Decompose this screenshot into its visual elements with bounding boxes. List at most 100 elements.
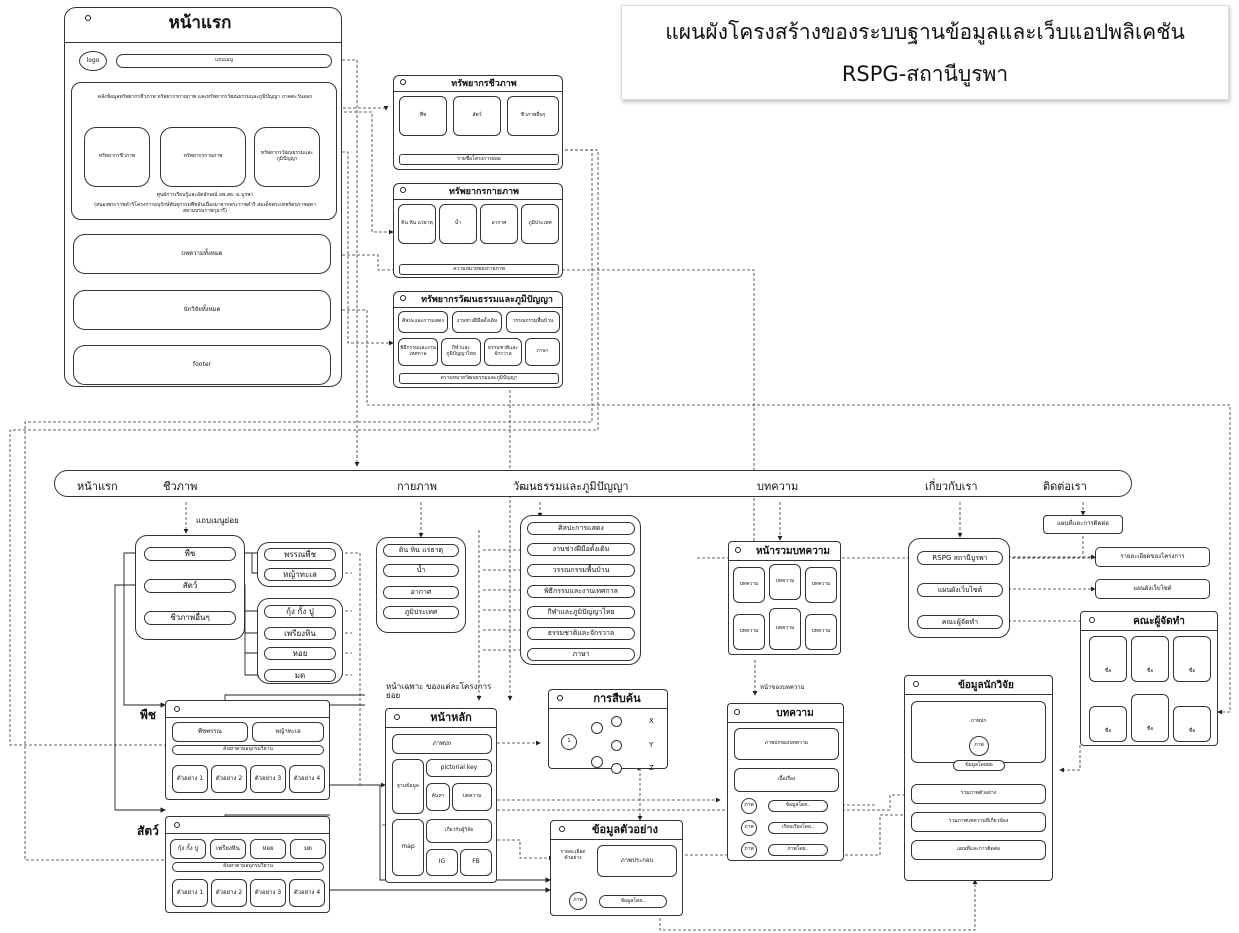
team-title: คณะผู้จัดทำ xyxy=(1133,615,1185,627)
phys-item-soil[interactable]: ดิน หิน แร่ธาตุ xyxy=(398,204,436,244)
phys-menu-soil[interactable]: ดิน หิน แร่ธาตุ xyxy=(383,544,459,557)
phys-menu-terrain[interactable]: ภูมิประเทศ xyxy=(383,606,459,619)
menu-bar[interactable]: แถบเมนู xyxy=(116,54,332,68)
bio-item-plant[interactable]: พืช xyxy=(399,96,447,136)
researcher-articles[interactable]: รวมภาพบทความที่เกี่ยวข้อง xyxy=(911,812,1046,832)
plant-sample-4[interactable]: ตัวอย่าง 4 xyxy=(289,765,325,793)
card-bio[interactable]: ทรัพยากรชีวภาพ xyxy=(84,127,150,187)
cult-menu-2[interactable]: วรรณกรรมพื้นบ้าน xyxy=(527,564,635,577)
cult-menu-6[interactable]: ภาษา xyxy=(527,648,635,661)
main-search-button[interactable]: ค้นหา xyxy=(426,783,450,811)
bio-item-animal[interactable]: สัตว์ xyxy=(453,96,501,136)
nav-physical[interactable]: กายภาพ xyxy=(397,480,437,493)
sitemap-page[interactable]: แผนผังเว็บไซต์ xyxy=(1095,579,1210,599)
facebook-link[interactable]: FB xyxy=(460,849,492,876)
article-card[interactable]: บทความ xyxy=(733,614,765,650)
culture-footer[interactable]: ความหมายวัฒนธรรมและภูมิปัญญา xyxy=(399,373,559,384)
researcher-contact[interactable]: แผนที่และการติดต่อ xyxy=(911,840,1046,860)
researcher-samples[interactable]: รวมภาพตัวอย่าง xyxy=(911,784,1046,804)
plant-sample-1[interactable]: ตัวอย่าง 1 xyxy=(172,765,208,793)
phys-menu-water[interactable]: น้ำ xyxy=(383,564,459,577)
diagram-title-card: แผนผังโครงสร้างของระบบฐานข้อมูลและเว็บแอ… xyxy=(621,5,1229,100)
submenu-seagrass[interactable]: หญ้าทะเล xyxy=(264,568,336,581)
animal-taxonomy-search[interactable]: ค้นหาตามอนุกรมวิธาน xyxy=(172,862,324,872)
submenu-shell[interactable]: หอย xyxy=(264,647,336,660)
phys-item-terrain[interactable]: ภูมิประเทศ xyxy=(521,204,559,244)
article-card[interactable]: บทความ xyxy=(805,567,837,603)
cult-item-crafts[interactable]: งานช่างฝีมือดั้งเดิม xyxy=(452,311,502,333)
nav-bio[interactable]: ชีวภาพ xyxy=(163,480,198,493)
search-root-node: 1 xyxy=(561,734,577,750)
cult-item-language[interactable]: ภาษา xyxy=(525,338,560,366)
plant-tab-flora[interactable]: พืชพรรณ xyxy=(172,722,248,742)
submenu-barnacle[interactable]: เพรียงหิน xyxy=(264,627,336,640)
about-researcher-button[interactable]: เกี่ยวกับผู้วิจัย xyxy=(426,819,492,843)
cult-item-nature[interactable]: ธรรมชาติและจักรวาล xyxy=(484,338,522,366)
article-card[interactable]: บทความ xyxy=(805,614,837,650)
about-team[interactable]: คณะผู้จัดทำ xyxy=(917,615,1003,629)
plant-sample-2[interactable]: ตัวอย่าง 2 xyxy=(211,765,247,793)
animal-tab-crustacean[interactable]: กุ้ง กั้ง ปู xyxy=(170,839,206,859)
cult-item-arts[interactable]: ศิลปะและการแสดง xyxy=(398,311,448,333)
bio-resources-box: ทรัพยากรชีวภาพ พืช สัตว์ ชีวภาพอื่นๆ ราย… xyxy=(393,75,563,170)
bio-footer[interactable]: รายชื่อโครงการย่อย xyxy=(399,154,559,165)
animal-sample-2[interactable]: ตัวอย่าง 2 xyxy=(211,879,247,907)
project-details[interactable]: รายละเอียดของโครงการ xyxy=(1095,547,1210,567)
card-physical[interactable]: ทรัพยากรกายภาพ xyxy=(160,127,246,187)
nav-articles[interactable]: บทความ xyxy=(757,480,799,493)
cult-menu-0[interactable]: ศิลปะการแสดง xyxy=(527,522,635,535)
nav-contact[interactable]: ติดต่อเรา xyxy=(1043,480,1087,493)
cult-item-sports[interactable]: กีฬาและภูมิปัญญาไทย xyxy=(441,338,481,366)
about-sitemap[interactable]: แผนผังเว็บไซต์ xyxy=(917,583,1003,597)
animal-tab-ant[interactable]: มด xyxy=(290,839,326,859)
animal-tab-barnacle[interactable]: เพรียงหิน xyxy=(210,839,246,859)
about-rspg[interactable]: RSPG สถานีบูรพา xyxy=(917,551,1003,565)
animal-sample-4[interactable]: ตัวอย่าง 4 xyxy=(289,879,325,907)
main-article-button[interactable]: บทความ xyxy=(452,783,492,811)
article-card[interactable]: บทความ xyxy=(769,564,801,600)
physical-footer[interactable]: ความหมายของกายภาพ xyxy=(399,264,559,275)
plant-sample-3[interactable]: ตัวอย่าง 3 xyxy=(250,765,286,793)
contact-map[interactable]: แผนที่และการติดต่อ xyxy=(1043,515,1123,534)
article-hub-page: หน้ารวมบทความ บทความ บทความ บทความ บทควา… xyxy=(728,541,841,655)
cult-item-folklore[interactable]: วรรณกรรมพื้นบ้าน xyxy=(506,311,560,333)
team-page: คณะผู้จัดทำ ชื่อ ชื่อ ชื่อ ชื่อ ชื่อ ชื่… xyxy=(1080,611,1218,746)
researcher-cover: ภาพปก ภาพ xyxy=(911,701,1046,763)
all-researchers-section[interactable]: นักวิจัยทั้งหมด xyxy=(73,290,331,330)
card-culture[interactable]: ทรัพยากรวัฒนธรรมและภูมิปัญญา xyxy=(254,127,320,187)
animal-sample-3[interactable]: ตัวอย่าง 3 xyxy=(250,879,286,907)
phys-menu-air[interactable]: อากาศ xyxy=(383,586,459,599)
animal-tab-shell[interactable]: หอย xyxy=(250,839,286,859)
submenu-ant[interactable]: มด xyxy=(264,669,336,682)
submenu-crustacean[interactable]: กุ้ง กั้ง ปู xyxy=(264,605,336,618)
cult-menu-5[interactable]: ธรรมชาติและจักรวาล xyxy=(527,627,635,640)
bio-item-other[interactable]: ชีวภาพอื่นๆ xyxy=(507,96,559,136)
submenu-other[interactable]: ชีวภาพอื่นๆ xyxy=(144,611,236,625)
cult-menu-3[interactable]: พิธีกรรมและงานเทศกาล xyxy=(527,585,635,598)
submenu-flora[interactable]: พรรณพืช xyxy=(264,548,336,561)
home-page-wireframe: หน้าแรก logo แถบเมนู คลังข้อมูลทรัพยากรช… xyxy=(64,7,342,387)
logo[interactable]: logo xyxy=(79,51,107,71)
nav-home[interactable]: หน้าแรก xyxy=(77,480,118,493)
nav-culture[interactable]: วัฒนธรรมและภูมิปัญญา xyxy=(513,480,629,493)
culture-submenu: ศิลปะการแสดง งานช่างฝีมือดั้งเดิม วรรณกร… xyxy=(520,515,641,665)
phys-item-air[interactable]: อากาศ xyxy=(480,204,518,244)
pictorial-key-button[interactable]: pictorial key xyxy=(426,759,492,777)
instagram-link[interactable]: IG xyxy=(426,849,458,876)
cult-menu-1[interactable]: งานช่างฝีมือดั้งเดิม xyxy=(527,543,635,556)
all-articles-section[interactable]: บทความทั้งหมด xyxy=(73,234,331,274)
article-card[interactable]: บทความ xyxy=(733,567,765,603)
submenu-plant[interactable]: พืช xyxy=(144,547,236,561)
phys-item-water[interactable]: น้ำ xyxy=(439,204,477,244)
main-page-note: หน้าเฉพาะ ของแต่ละโครงการย่อย xyxy=(386,682,492,700)
submenu-animal[interactable]: สัตว์ xyxy=(144,579,236,593)
nav-about[interactable]: เกี่ยวกับเรา xyxy=(925,480,978,493)
article-card[interactable]: บทความ xyxy=(769,608,801,650)
researcher-summary[interactable]: ข้อมูลโดยย่อ xyxy=(953,760,1005,771)
cult-menu-4[interactable]: กีฬาและภูมิปัญญาไทย xyxy=(527,606,635,619)
plant-taxonomy-search[interactable]: ค้นหาตามอนุกรมวิธาน xyxy=(172,745,324,755)
main-map[interactable]: map xyxy=(392,819,424,876)
animal-sample-1[interactable]: ตัวอย่าง 1 xyxy=(172,879,208,907)
cult-item-rituals[interactable]: พิธีกรรมและงานเทศกาล xyxy=(398,338,438,366)
plant-tab-seagrass[interactable]: หญ้าทะเล xyxy=(252,722,324,742)
